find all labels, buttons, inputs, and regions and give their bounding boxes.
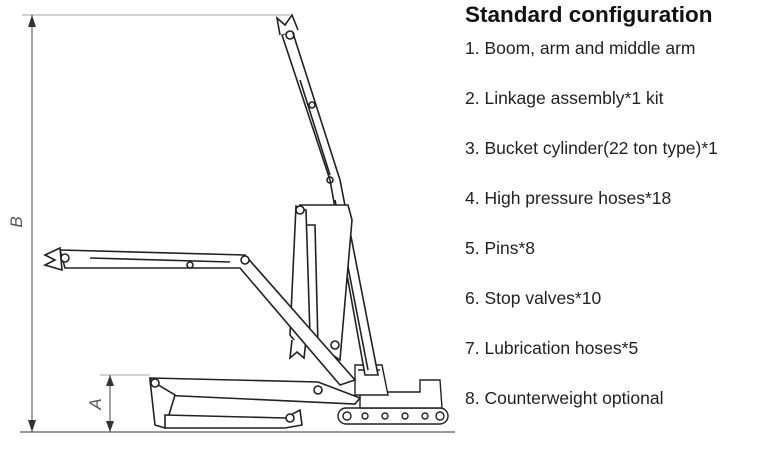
vertical-boom <box>275 13 379 376</box>
config-item-8: 8. Counterweight optional <box>465 388 664 408</box>
dimension-b <box>22 14 290 432</box>
excavator-base <box>337 364 449 425</box>
dimension-a <box>100 374 150 432</box>
boom-configuration-diagram: B A <box>7 13 455 433</box>
standard-configuration-panel: Standard configuration 1. Boom, arm and … <box>465 0 775 449</box>
config-item-1: 1. Boom, arm and middle arm <box>465 38 696 58</box>
reach-arm <box>42 246 357 386</box>
middle-boom <box>288 204 353 362</box>
config-title: Standard configuration <box>465 2 713 27</box>
config-item-5: 5. Pins*8 <box>465 238 536 258</box>
config-item-2: 2. Linkage assembly*1 kit <box>465 88 664 108</box>
dimension-b-label: B <box>7 216 26 227</box>
config-item-3: 3. Bucket cylinder(22 ton type)*1 <box>465 138 718 158</box>
folded-arm <box>148 377 362 429</box>
dimension-a-label: A <box>86 398 105 410</box>
config-item-7: 7. Lubrication hoses*5 <box>465 338 639 358</box>
config-item-4: 4. High pressure hoses*18 <box>465 188 672 208</box>
config-item-6: 6. Stop valves*10 <box>465 288 602 308</box>
